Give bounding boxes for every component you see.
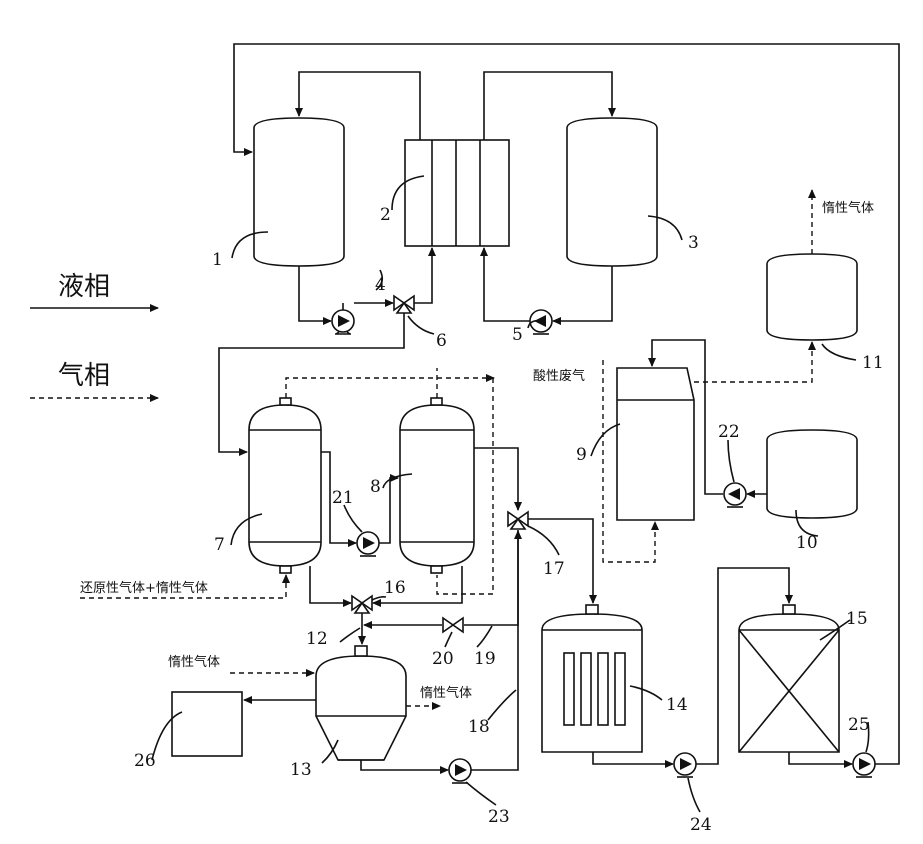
num-4: 4 bbox=[375, 275, 386, 295]
num-25: 25 bbox=[848, 715, 870, 735]
num-18: 18 bbox=[468, 717, 490, 737]
packed-column-15 bbox=[739, 605, 839, 752]
membrane-stack-2 bbox=[405, 140, 509, 246]
valve-16 bbox=[352, 596, 372, 613]
num-17: 17 bbox=[543, 559, 565, 579]
num-20: 20 bbox=[432, 649, 454, 669]
pump-25 bbox=[853, 753, 875, 777]
reactor-7 bbox=[249, 398, 321, 573]
separator-13 bbox=[316, 646, 406, 760]
num-22: 22 bbox=[718, 422, 740, 442]
num-9: 9 bbox=[576, 445, 587, 465]
label-inert-gas-in: 惰性气体 bbox=[168, 654, 220, 670]
num-7: 7 bbox=[214, 535, 225, 555]
num-15: 15 bbox=[846, 609, 868, 629]
num-6: 6 bbox=[436, 331, 447, 351]
tank-3 bbox=[567, 118, 657, 266]
num-10: 10 bbox=[796, 533, 818, 553]
tank-1 bbox=[254, 118, 344, 266]
label-reducing-inert-gas: 还原性气体+惰性气体 bbox=[80, 580, 208, 596]
num-8: 8 bbox=[370, 477, 381, 497]
num-14: 14 bbox=[666, 695, 688, 715]
pump-4 bbox=[332, 310, 354, 334]
num-19: 19 bbox=[474, 649, 496, 669]
legend-liquid-label: 液相 bbox=[58, 272, 110, 302]
num-21: 21 bbox=[332, 488, 354, 508]
num-24: 24 bbox=[690, 815, 712, 835]
pump-22 bbox=[724, 483, 746, 507]
absorber-9 bbox=[617, 368, 694, 520]
label-acid-waste-gas: 酸性废气 bbox=[533, 368, 585, 384]
valve-17 bbox=[508, 512, 528, 529]
num-16: 16 bbox=[384, 578, 406, 598]
pump-24 bbox=[674, 753, 696, 777]
electrode-vessel-14 bbox=[542, 605, 642, 752]
tank-10 bbox=[767, 430, 857, 518]
label-inert-gas-out: 惰性气体 bbox=[420, 685, 472, 701]
num-1: 1 bbox=[212, 250, 223, 270]
num-12: 12 bbox=[306, 629, 328, 649]
num-26: 26 bbox=[134, 751, 156, 771]
label-inert-gas-top: 惰性气体 bbox=[822, 200, 874, 216]
num-13: 13 bbox=[290, 760, 312, 780]
num-2: 2 bbox=[380, 205, 391, 225]
reactor-8 bbox=[400, 398, 474, 573]
legend: 液相 气相 bbox=[30, 272, 158, 398]
legend-gas-label: 气相 bbox=[58, 361, 110, 391]
num-11: 11 bbox=[862, 353, 884, 373]
valve-20 bbox=[443, 618, 463, 632]
num-3: 3 bbox=[688, 233, 699, 253]
pump-23 bbox=[449, 759, 471, 783]
valve-6 bbox=[394, 296, 414, 313]
num-5: 5 bbox=[512, 325, 523, 345]
num-23: 23 bbox=[488, 807, 510, 827]
pump-21 bbox=[357, 532, 379, 556]
collector-26 bbox=[172, 692, 242, 756]
tank-11 bbox=[767, 254, 857, 340]
